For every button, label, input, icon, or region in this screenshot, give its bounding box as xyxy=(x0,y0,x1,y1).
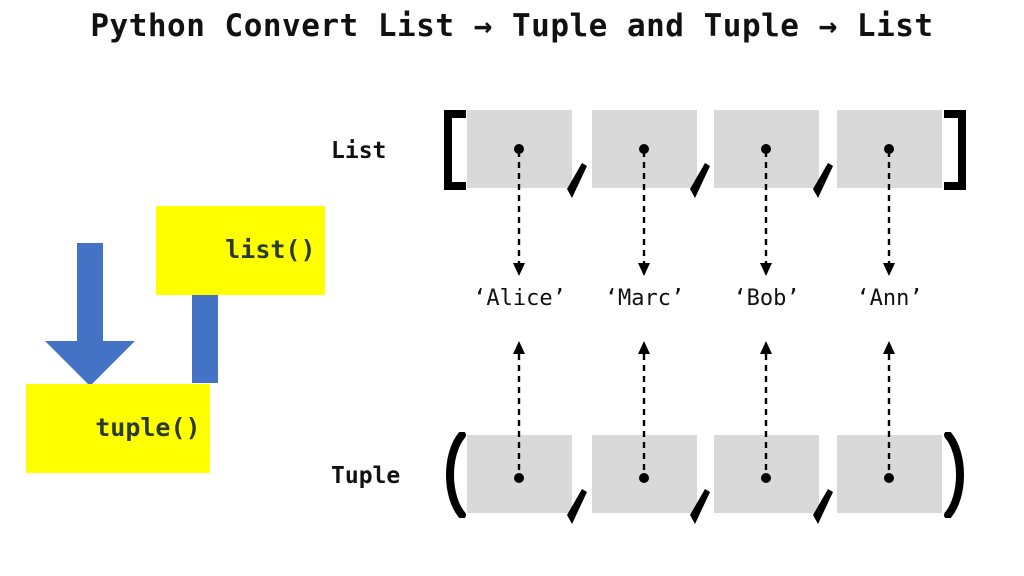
tuple-row-label: Tuple xyxy=(331,463,401,489)
list-open-bracket-icon xyxy=(444,110,466,190)
element-value-3: ‘Ann’ xyxy=(856,286,923,311)
list-connector-0 xyxy=(513,144,525,276)
element-value-0: ‘Alice’ xyxy=(473,286,566,311)
tuple-connector-1 xyxy=(638,341,650,483)
list-connector-1 xyxy=(638,144,650,276)
list-close-bracket-icon xyxy=(944,110,966,190)
down-arrow-icon xyxy=(45,243,135,386)
list-separator-0 xyxy=(567,163,587,198)
element-value-1: ‘Marc’ xyxy=(604,286,685,311)
list-separator-2 xyxy=(813,163,833,198)
page-title: Python Convert List → Tuple and Tuple → … xyxy=(90,8,934,44)
list-function-chip[interactable]: list() xyxy=(156,206,325,295)
tuple-connector-0 xyxy=(513,341,525,483)
tuple-open-paren-icon xyxy=(446,432,466,518)
tuple-connector-2 xyxy=(760,341,772,483)
list-connector-2 xyxy=(760,144,772,276)
tuple-separator-2 xyxy=(813,489,833,524)
list-separator-1 xyxy=(690,163,710,198)
list-function-label: list() xyxy=(225,235,316,264)
tuple-separator-1 xyxy=(690,489,710,524)
tuple-close-paren-icon xyxy=(944,432,964,518)
element-value-2: ‘Bob’ xyxy=(733,286,800,311)
list-row-label: List xyxy=(331,138,387,164)
tuple-separator-0 xyxy=(567,489,587,524)
tuple-function-label: tuple() xyxy=(95,413,201,442)
tuple-function-chip[interactable]: tuple() xyxy=(26,384,210,473)
list-connector-3 xyxy=(883,144,895,276)
tuple-connector-3 xyxy=(883,341,895,483)
